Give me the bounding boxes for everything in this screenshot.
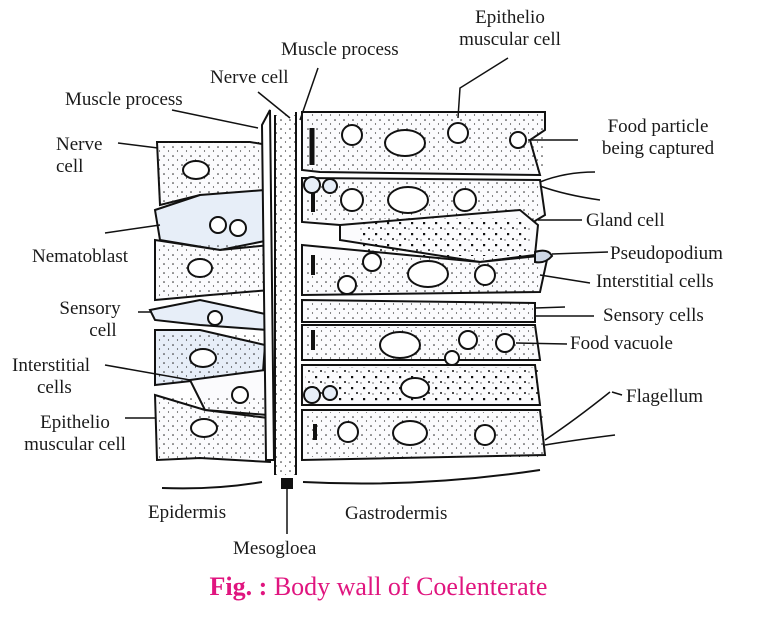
label-sensory-cell-left: Sensory cell — [59, 298, 121, 341]
nucleus — [189, 348, 217, 368]
label-gastrodermis: Gastrodermis — [345, 503, 448, 524]
caption-text: Body wall of Coelenterate — [273, 572, 548, 601]
leader-flagellum — [611, 391, 623, 396]
nucleus — [387, 186, 429, 214]
label-nerve-cell-left: Nerve cell — [56, 134, 103, 177]
food-vacuole — [444, 350, 460, 366]
label-muscle-process-top: Muscle process — [281, 39, 399, 60]
leader-nematoblast — [104, 224, 161, 234]
label-flagellum: Flagellum — [626, 386, 704, 407]
flagella — [539, 171, 616, 446]
layer-brackets — [161, 469, 541, 490]
leader-sensory-right-1 — [534, 306, 566, 309]
leader-interstitial-right — [539, 274, 591, 284]
label-epithelio-muscular-left: Epithelio muscular cell — [24, 412, 126, 455]
food-vacuole — [340, 188, 364, 212]
leader-muscle-process-top — [299, 67, 319, 121]
label-nerve-cell-top: Nerve cell — [210, 67, 289, 88]
food-vacuole — [362, 252, 382, 272]
nucleus — [407, 260, 449, 288]
label-epithelio-muscular-top: Epithelio muscular cell — [459, 7, 561, 50]
food-vacuole — [453, 188, 477, 212]
mesogloea-layer — [260, 109, 297, 489]
food-vacuole — [447, 122, 469, 144]
nucleus — [400, 377, 430, 399]
label-food-particle: Food particle being captured — [601, 116, 715, 159]
nucleus — [187, 258, 213, 278]
nucleus — [190, 418, 218, 438]
food-vacuole — [474, 264, 496, 286]
food-vacuole — [495, 333, 515, 353]
label-epidermis: Epidermis — [148, 502, 227, 523]
leader-muscle-process-left — [171, 109, 259, 129]
pseudopodium — [534, 249, 554, 264]
food-vacuole — [337, 275, 357, 295]
nucleus — [182, 160, 210, 180]
label-muscle-process-left: Muscle process — [65, 89, 183, 110]
food-vacuole — [474, 424, 496, 446]
label-sensory-cells-right: Sensory cells — [603, 305, 704, 326]
figure-caption: Fig. : Body wall of Coelenterate — [0, 572, 757, 602]
epidermis-layer — [148, 141, 272, 464]
leader-interstitial-left — [104, 364, 191, 381]
label-interstitial-right: Interstitial cells — [596, 271, 714, 292]
food-vacuole — [337, 421, 359, 443]
leader-food-vacuole — [515, 342, 568, 345]
nucleus — [392, 420, 428, 446]
label-mesogloea: Mesogloea — [233, 538, 317, 559]
nucleus — [379, 331, 421, 359]
food-vacuole — [509, 131, 527, 149]
leader-lines — [104, 57, 623, 534]
food-vacuole — [458, 330, 478, 350]
leader-pseudopodium — [551, 251, 609, 255]
caption-prefix: Fig. : — [209, 572, 268, 601]
label-gland-cell: Gland cell — [586, 210, 665, 231]
leader-nerve-cell-top — [257, 91, 291, 119]
food-vacuole — [341, 124, 363, 146]
label-pseudopodium: Pseudopodium — [610, 243, 723, 264]
leader-nerve-cell-left — [117, 142, 159, 149]
label-food-vacuole: Food vacuole — [570, 333, 673, 354]
gastrodermis-layer — [301, 111, 554, 462]
nucleus — [384, 129, 426, 157]
label-interstitial-left: Interstitial cells — [12, 355, 91, 398]
leader-epithelio-top — [457, 57, 509, 119]
label-nematoblast: Nematoblast — [32, 246, 129, 267]
